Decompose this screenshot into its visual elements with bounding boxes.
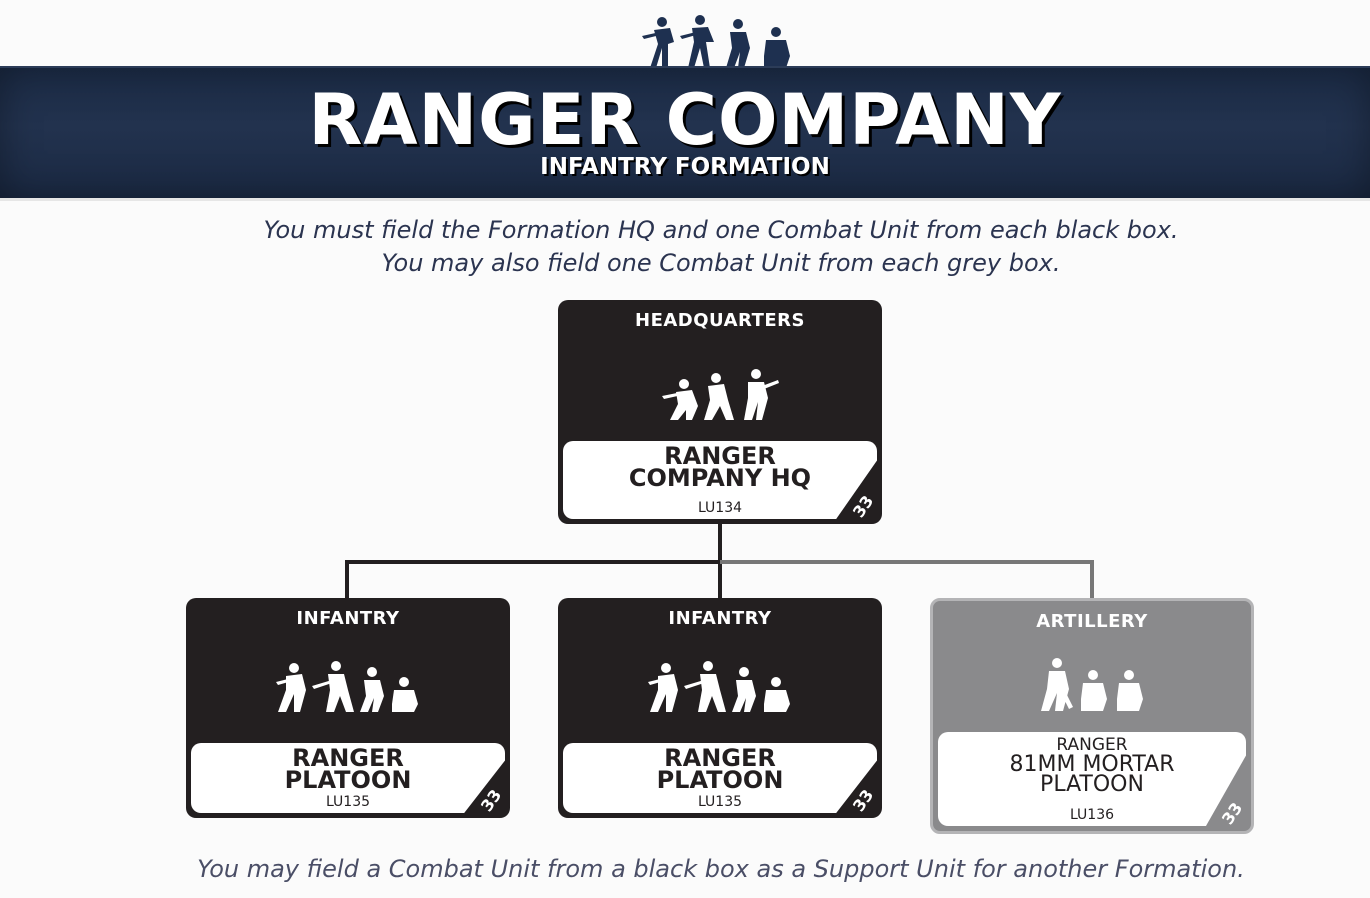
infantry-1-name-line-1: RANGER <box>292 744 404 772</box>
hq-name-line-2: COMPANY HQ <box>628 464 812 492</box>
infantry-2-soldiers-icon <box>648 661 790 712</box>
infantry-1-soldiers-icon <box>276 661 418 712</box>
infantry-1-name-line-2: PLATOON <box>284 766 412 794</box>
footer-note: You may field a Combat Unit from a black… <box>197 855 1245 883</box>
page-title: RANGER COMPANY <box>308 79 1062 161</box>
artillery-name: RANGER 81MM MORTAR PLATOON <box>938 735 1246 797</box>
hq-box[interactable]: HEADQUARTERS RANGER COMPANY HQ LU134 33 <box>558 300 882 524</box>
hq-soldiers-icon <box>662 369 779 420</box>
infantry-2-category-label: INFANTRY <box>668 608 772 629</box>
instruction-line-1: You must field the Formation HQ and one … <box>263 216 1179 244</box>
infantry-1-name-plate: RANGER PLATOON LU135 <box>191 743 505 813</box>
infantry-1-name: RANGER PLATOON <box>191 744 505 794</box>
artillery-name-line-3: PLATOON <box>1040 772 1144 797</box>
infantry-box-1[interactable]: INFANTRY RANGER PLATOON LU135 33 <box>186 598 510 818</box>
infantry-2-unit-code: LU135 <box>697 794 743 810</box>
artillery-name-line-1: RANGER <box>1056 735 1128 755</box>
infantry-2-name-line-2: PLATOON <box>656 766 784 794</box>
hq-page-number: 33 <box>848 491 878 522</box>
artillery-box[interactable]: ARTILLERY RANGER 81MM MORTAR PLATOON LU1… <box>930 598 1254 834</box>
artillery-name-plate: RANGER 81MM MORTAR PLATOON LU136 <box>938 732 1246 826</box>
hq-unit-code: LU134 <box>697 500 743 516</box>
hq-name-line-1: RANGER <box>664 442 776 470</box>
title-banner: RANGER COMPANY INFANTRY FORMATION <box>0 66 1370 201</box>
page-subtitle: INFANTRY FORMATION <box>540 154 830 180</box>
infantry-2-name: RANGER PLATOON <box>563 744 877 794</box>
artillery-unit-code: LU136 <box>1069 807 1115 823</box>
mortar-crew-icon <box>1041 658 1143 711</box>
infantry-1-unit-code: LU135 <box>325 794 371 810</box>
infantry-2-name-plate: RANGER PLATOON LU135 <box>563 743 877 813</box>
infantry-2-name-line-1: RANGER <box>664 744 776 772</box>
instruction-line-2: You may also field one Combat Unit from … <box>381 249 1061 277</box>
artillery-name-line-2: 81MM MORTAR <box>1009 752 1175 777</box>
infantry-1-category-label: INFANTRY <box>296 608 400 629</box>
infantry-box-2[interactable]: INFANTRY RANGER PLATOON LU135 33 <box>558 598 882 818</box>
artillery-category-label: ARTILLERY <box>1036 611 1148 632</box>
hq-name-plate: RANGER COMPANY HQ LU134 <box>563 441 877 519</box>
soldiers-silhouette-icon <box>642 15 790 68</box>
hq-category-label: HEADQUARTERS <box>635 310 805 331</box>
artillery-page-number: 33 <box>1217 798 1247 829</box>
hq-name: RANGER COMPANY HQ <box>563 442 877 492</box>
